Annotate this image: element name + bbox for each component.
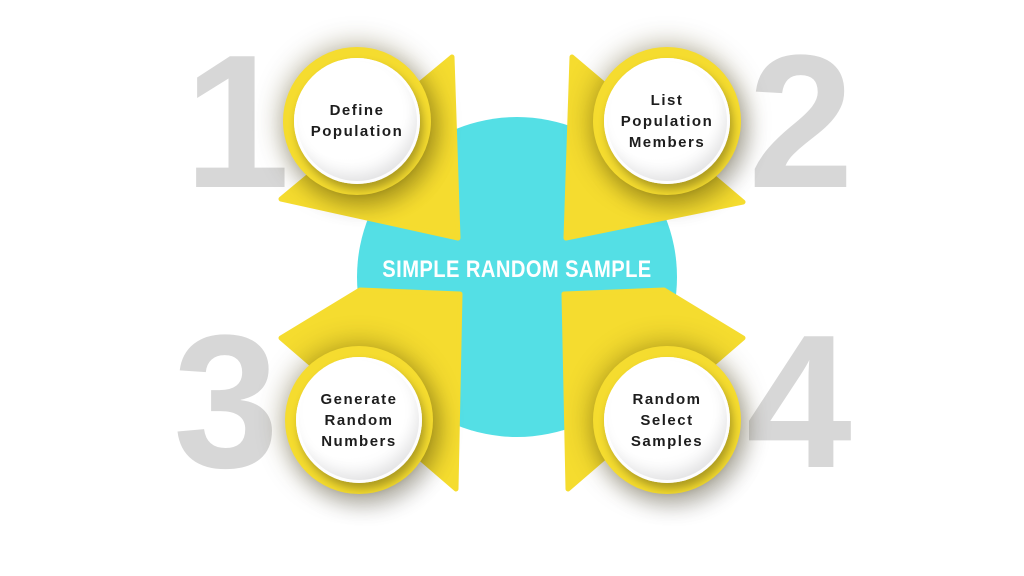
step-2-badge: List Population Members: [604, 58, 730, 184]
step-3-label: Generate Random Numbers: [320, 389, 397, 452]
step-number-3: 3: [173, 296, 279, 508]
step-4-ring: Random Select Samples: [593, 346, 741, 494]
step-number-1: 1: [184, 16, 290, 228]
step-4-label: Random Select Samples: [631, 389, 703, 452]
step-1-line-1: Define: [329, 102, 385, 119]
step-3-line-2: Random: [324, 411, 394, 429]
step-2-ring: List Population Members: [593, 47, 741, 195]
step-1-line-2: Population: [310, 123, 404, 140]
step-1-badge: Define Population: [294, 58, 420, 184]
step-2-line-1: List: [650, 91, 684, 109]
step-3-line-3: Numbers: [321, 432, 397, 450]
step-number-4: 4: [746, 296, 852, 508]
step-4-badge: Random Select Samples: [604, 357, 730, 483]
step-2-line-3: Members: [628, 133, 706, 151]
step-3-ring: Generate Random Numbers: [285, 346, 433, 494]
step-2-label: List Population Members: [621, 90, 714, 153]
step-2-line-2: Population: [620, 112, 714, 130]
step-number-2: 2: [748, 16, 854, 228]
step-1-label: Define Population: [311, 100, 404, 142]
step-4-line-2: Select: [640, 411, 694, 429]
diagram-title: SIMPLE RANDOM SAMPLE: [382, 256, 652, 283]
step-1-ring: Define Population: [283, 47, 431, 195]
step-4-line-3: Samples: [630, 432, 704, 450]
step-3-badge: Generate Random Numbers: [296, 357, 422, 483]
step-4-line-1: Random: [632, 390, 702, 408]
step-3-line-1: Generate: [320, 390, 398, 408]
